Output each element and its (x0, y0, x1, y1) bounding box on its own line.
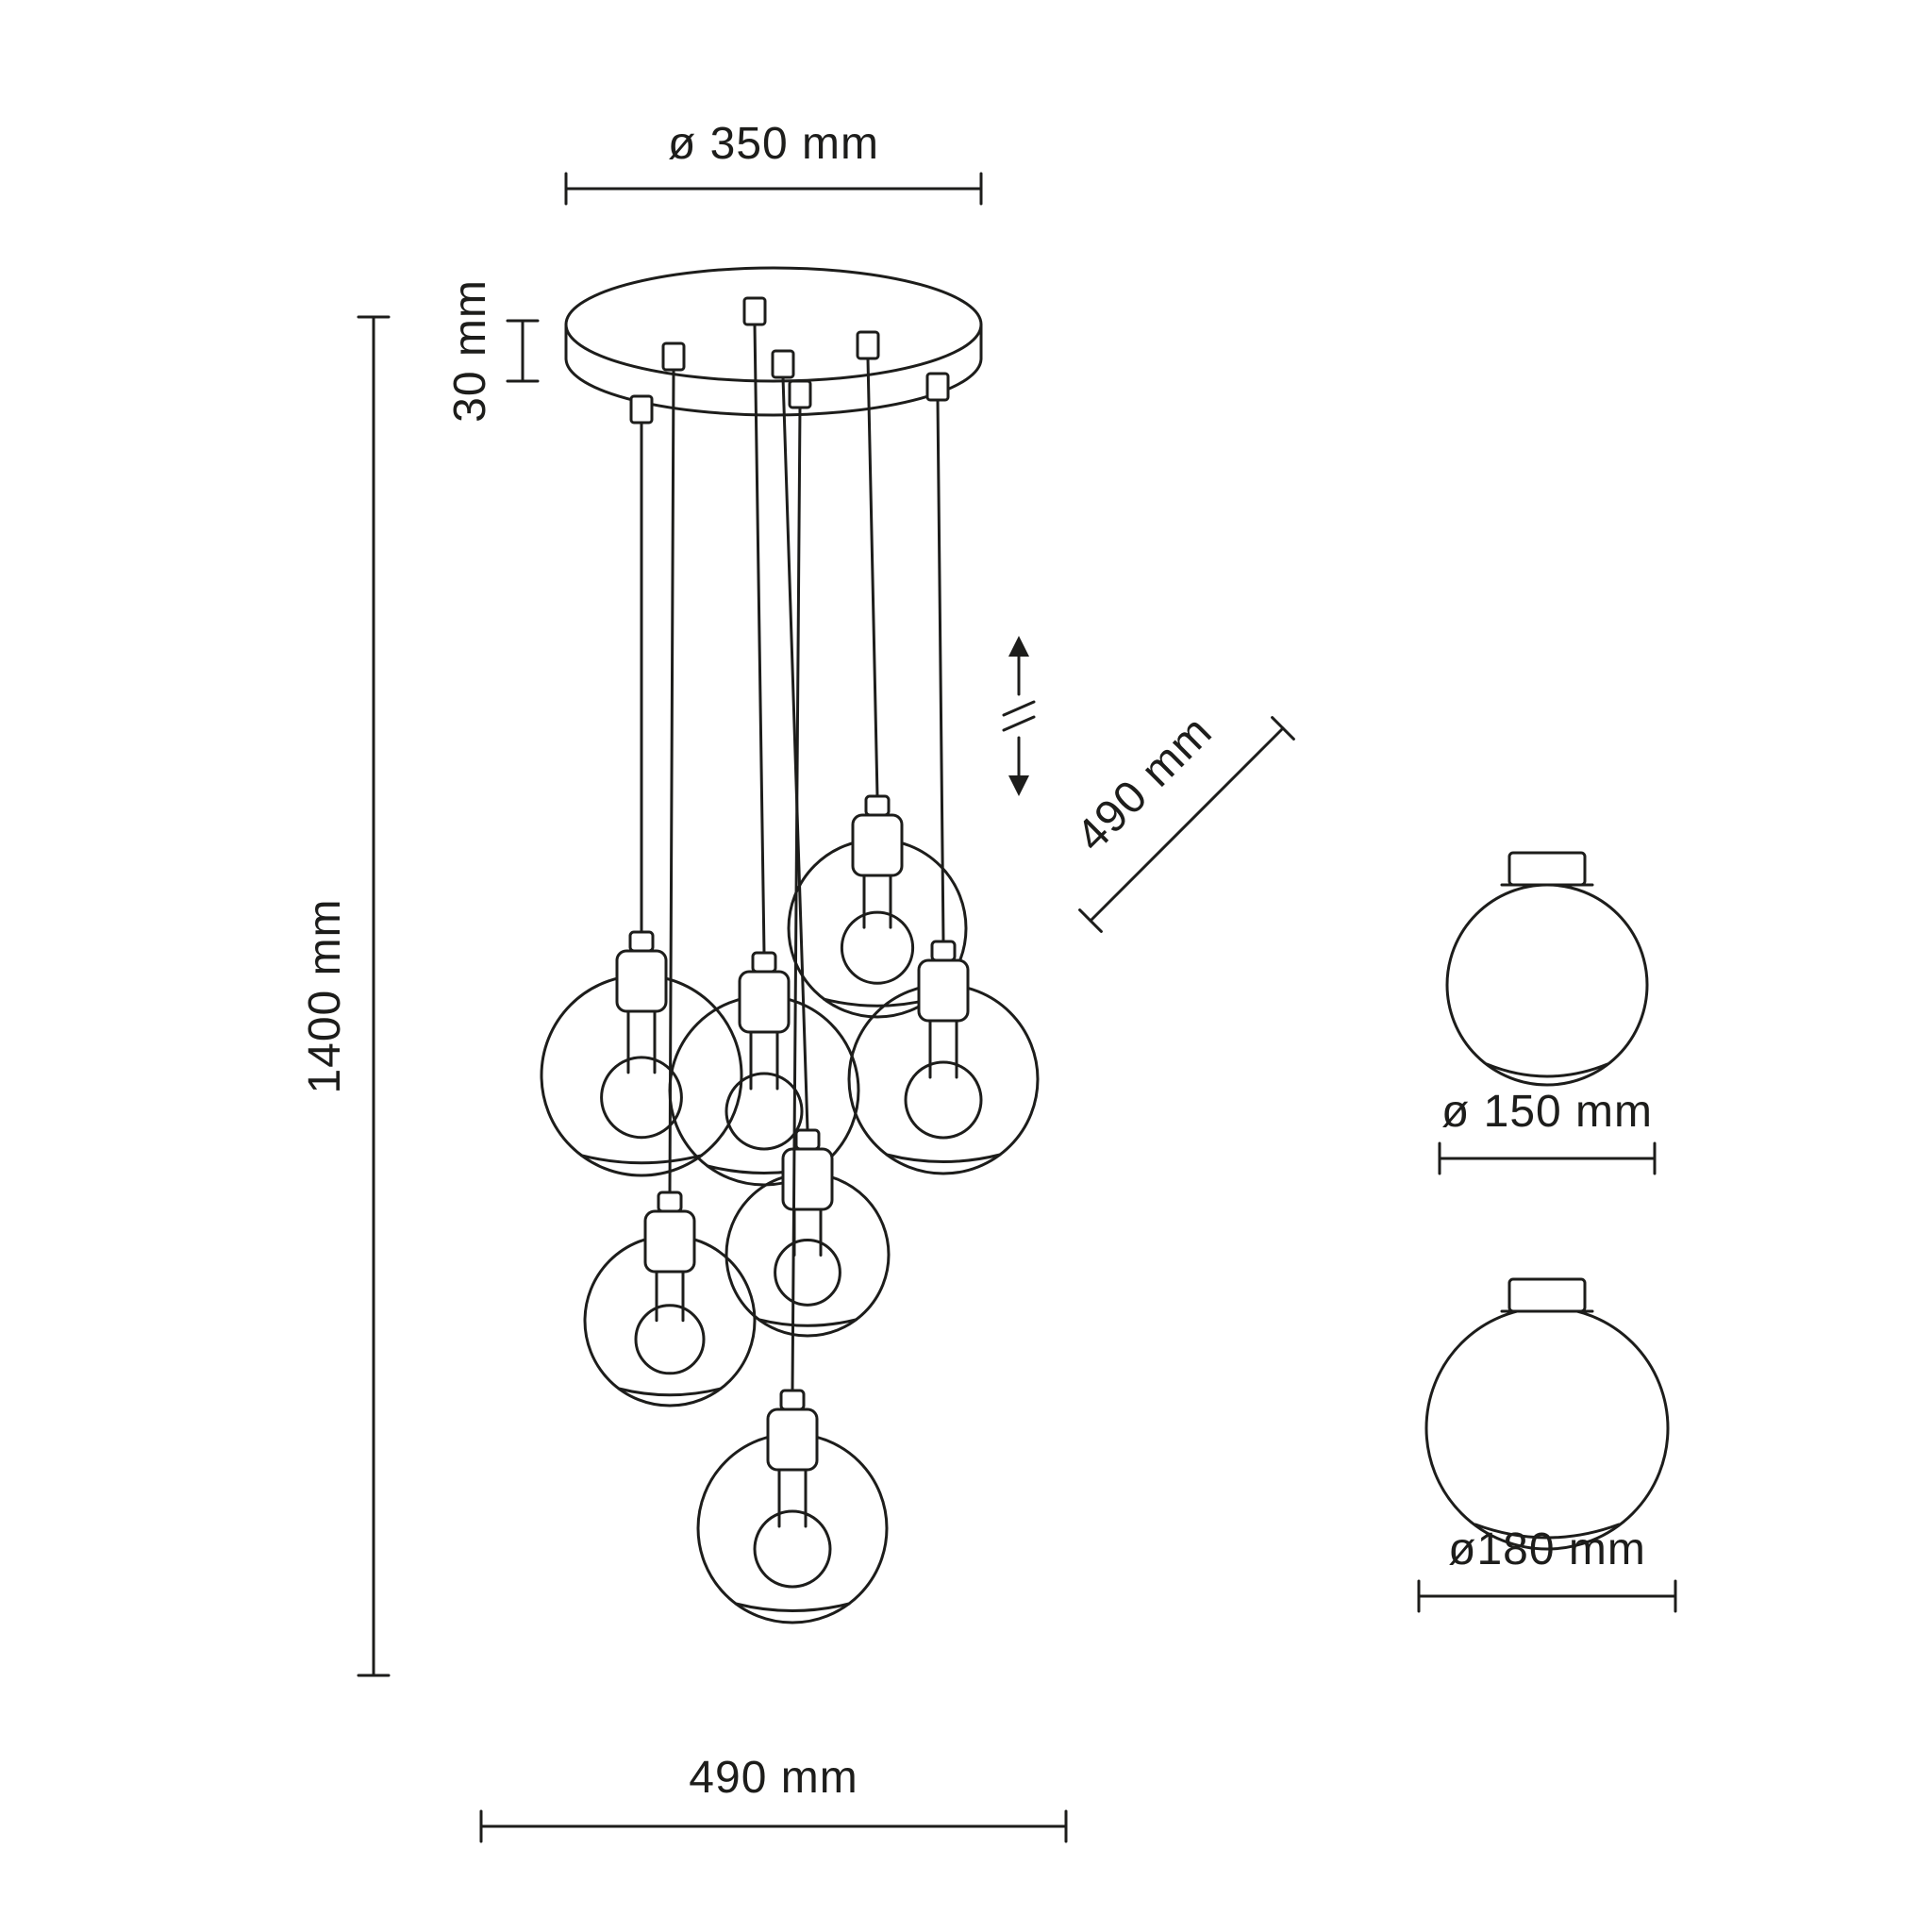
cord-grip-5 (771, 349, 795, 379)
arrow-up-icon (1008, 636, 1029, 657)
arrow-down-icon (1008, 775, 1029, 796)
socket-grip (779, 1389, 806, 1411)
dim-diagonal-spread: 490 mm (1067, 707, 1295, 933)
socket (781, 1147, 834, 1211)
small-shade-globe (1445, 883, 1649, 1087)
socket-grip (657, 1191, 683, 1213)
height-adjustable-symbol (1002, 636, 1036, 796)
dim-label-overall-height: 1400 mm (300, 898, 350, 1093)
cord (668, 368, 675, 1194)
pendant-2 (787, 357, 968, 1019)
bulb (724, 1072, 804, 1151)
dim-small-shade: ø 150 mm (1438, 1087, 1657, 1175)
cord-grip-3 (629, 394, 654, 425)
shade-rim (757, 1318, 858, 1327)
pendant-6 (583, 368, 757, 1407)
canopy (564, 266, 983, 417)
pendant-4 (847, 398, 1040, 1175)
cord (753, 323, 766, 955)
dim-canopy-height: 30 mm (445, 279, 540, 423)
small-shade-rim (1485, 1062, 1609, 1078)
socket-grip (930, 940, 957, 962)
socket-grip (864, 794, 891, 817)
socket-grip (628, 930, 655, 953)
break-slash (1002, 715, 1036, 732)
pendant-5 (724, 375, 891, 1338)
dim-label-diagonal-spread: 490 mm (1067, 707, 1222, 861)
bulb (634, 1304, 706, 1375)
socket (917, 958, 970, 1023)
cord-grip-6 (661, 341, 686, 372)
bulb (904, 1060, 983, 1140)
socket-grip (794, 1128, 821, 1151)
cord (781, 375, 809, 1132)
cord (866, 357, 879, 798)
bulb (600, 1056, 683, 1140)
bulb (753, 1509, 832, 1589)
dim-label-cluster-spread: 490 mm (689, 1753, 858, 1803)
cord-grip-7 (788, 379, 812, 409)
pendant-3 (540, 421, 743, 1177)
shade-rim (579, 1154, 704, 1165)
dim-cluster-spread: 490 mm (479, 1753, 1068, 1843)
bulb (774, 1239, 841, 1307)
large-shade-detail (1424, 1277, 1670, 1551)
shade-rim (617, 1387, 723, 1397)
dim-canopy-diameter: ø 350 mm (564, 119, 983, 206)
bulb (840, 910, 915, 985)
cord-grip-4 (925, 372, 950, 402)
socket-grip (751, 951, 777, 974)
shade-rim (885, 1153, 1002, 1163)
dim-label-large-shade: ø180 mm (1448, 1524, 1646, 1574)
cord-grip-2 (856, 330, 880, 360)
cord-grip-1 (742, 296, 767, 326)
small-shade-collar (1507, 851, 1587, 887)
break-slash (1002, 700, 1036, 717)
dim-tick (1078, 908, 1103, 933)
shade-rim (823, 997, 932, 1008)
small-shade-detail (1445, 851, 1649, 1087)
large-shade-globe (1424, 1306, 1670, 1551)
dim-large-shade: ø180 mm (1417, 1524, 1677, 1613)
pendant-cluster (540, 296, 1040, 1624)
canopy-bottom-rim (564, 323, 983, 417)
dim-label-small-shade: ø 150 mm (1441, 1087, 1653, 1137)
dim-label-canopy-height: 30 mm (445, 279, 495, 423)
socket (643, 1209, 696, 1274)
socket (851, 813, 904, 877)
pendant-7 (696, 406, 889, 1624)
shade-rim (734, 1602, 851, 1612)
socket (615, 949, 668, 1013)
large-shade-rim (1474, 1523, 1621, 1540)
dim-label-canopy-diameter: ø 350 mm (668, 119, 879, 169)
cord (936, 398, 945, 943)
large-shade-collar (1507, 1277, 1587, 1313)
cord (791, 406, 802, 1392)
dim-tick (1271, 716, 1295, 741)
dim-line (1089, 726, 1285, 923)
pendant-1 (668, 323, 860, 1187)
dim-overall-height: 1400 mm (300, 315, 391, 1677)
socket (766, 1407, 819, 1472)
socket (738, 970, 791, 1034)
